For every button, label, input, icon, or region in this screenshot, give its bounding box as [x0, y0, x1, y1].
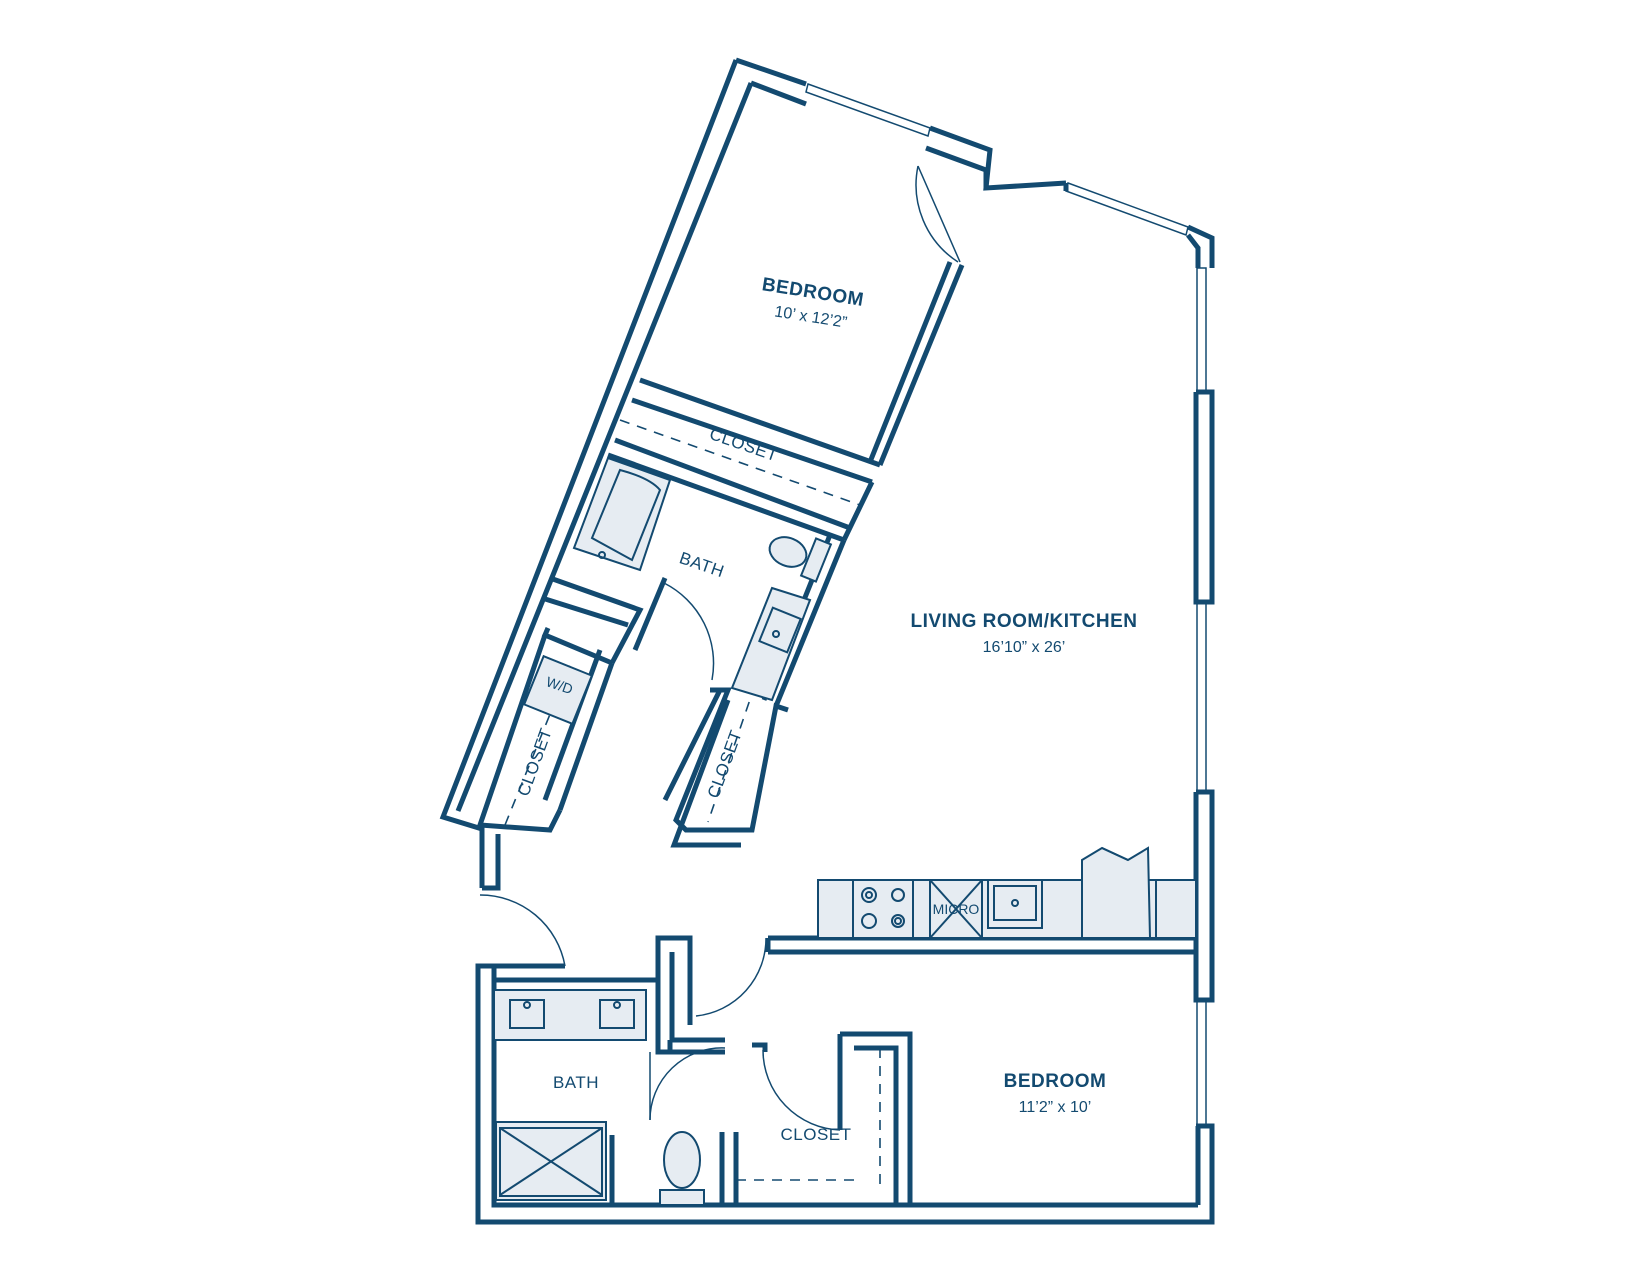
toilet-bottom: [659, 1189, 705, 1206]
appliance-label-micro: MICRO: [933, 901, 980, 917]
window-top-2: [1065, 182, 1189, 236]
pantry: [1155, 879, 1197, 939]
door-entry: [479, 894, 566, 967]
toilet-top: [768, 536, 808, 568]
window-right-3: [1196, 999, 1207, 1127]
door-hall: [695, 937, 767, 1017]
room-dims-living: 16’10” x 26’: [983, 639, 1066, 656]
bathtub: [572, 456, 672, 572]
window-right-1: [1196, 267, 1207, 393]
interior-walls: [476, 261, 1198, 1208]
windows: [805, 83, 1207, 1127]
stove: [852, 879, 914, 939]
door-bath-bottom: [649, 1047, 726, 1121]
room-dims-bedroom-top: 10’ x 12’2”: [773, 303, 848, 331]
door-bath-top: [663, 582, 715, 681]
window-top-1: [805, 83, 931, 137]
room-dims-bedroom-bottom: 11’2” x 10’: [1019, 1099, 1092, 1116]
washer-dryer: [522, 654, 594, 726]
vanity-bottom: [493, 989, 647, 1041]
door-closet-bottom: [762, 1049, 841, 1131]
doors: [479, 165, 961, 1131]
refrigerator: [1081, 846, 1152, 939]
fixtures: [493, 456, 1197, 1206]
room-label-closet-bottom: CLOSET: [780, 1125, 851, 1144]
room-label-bath-bottom: BATH: [553, 1073, 599, 1092]
room-label-bedroom-bottom: BEDROOM: [1004, 1071, 1107, 1092]
window-right-2: [1196, 601, 1207, 793]
vanity-top: [730, 586, 812, 702]
room-label-bath-top: BATH: [677, 548, 727, 581]
room-label-living: LIVING ROOM/KITCHEN: [911, 611, 1138, 632]
door-bedroom-top: [915, 165, 959, 263]
room-label-closet-top: CLOSET: [707, 424, 780, 465]
exterior-walls: [439, 57, 1215, 1225]
